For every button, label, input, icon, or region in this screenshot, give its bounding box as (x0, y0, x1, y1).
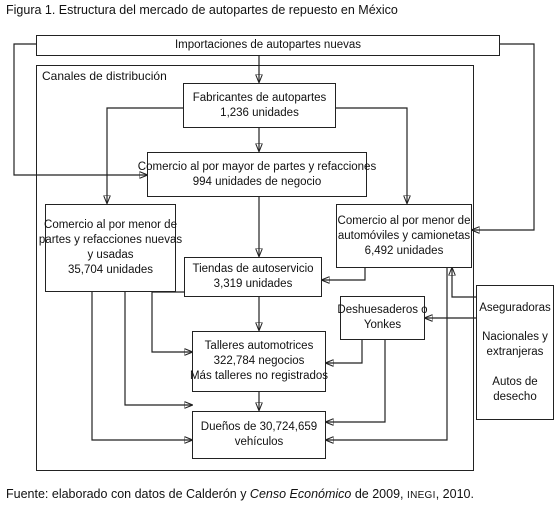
insurers-box: Aseguradoras Nacionales y extranjeras Au… (476, 285, 554, 420)
retail-parts-line2: partes y refacciones nuevas (38, 234, 183, 246)
imports-box: Importaciones de autopartes nuevas (36, 35, 500, 56)
arrow-retail-parts-to-owners (91, 292, 192, 440)
arrow-imports-to-wholesale (13, 43, 147, 175)
source-suffix: , 2010. (435, 487, 474, 501)
source-note: Fuente: elaborado con datos de Calderón … (6, 487, 474, 501)
insurers-origin: Nacionales y extranjeras (482, 330, 548, 360)
arrow-manufacturers-to-retail-cars (336, 107, 407, 203)
arrow-manufacturers-to-retail-parts (107, 107, 183, 203)
wholesale-count: 994 unidades de negocio (192, 175, 322, 188)
figure-title: Figura 1. Estructura del mercado de auto… (6, 3, 398, 17)
scrapyards-line1: Deshuesaderos o (337, 304, 428, 316)
retail-parts-box: Comercio al por menor de partes y refacc… (39, 204, 182, 292)
source-census: Censo Económico (249, 487, 352, 501)
arrow-scrapyards-to-owners (326, 340, 386, 422)
arrow-scrapyards-to-workshops (326, 340, 363, 363)
retail-cars-count: 6,492 unidades (364, 244, 444, 257)
wholesale-box: Comercio al por mayor de partes y refacc… (138, 152, 376, 197)
manufacturers-box: Fabricantes de autopartes 1,236 unidades (183, 83, 336, 128)
owners-box: Dueños de 30,724,659 vehículos (192, 411, 326, 459)
owners-line2: vehículos (234, 436, 284, 448)
source-prefix: Fuente: elaborado con datos de Calderón … (6, 487, 250, 501)
workshops-name: Talleres automotrices (204, 340, 314, 352)
insurers-name: Aseguradoras (479, 301, 551, 314)
manufacturers-count: 1,236 unidades (220, 106, 299, 119)
self-service-count: 3,319 unidades (213, 278, 293, 290)
distribution-channels-label: Canales de distribución (42, 69, 167, 83)
wholesale-name: Comercio al por mayor de partes y refacc… (137, 160, 377, 173)
arrow-retail-cars-to-owners (326, 268, 448, 440)
self-service-box: Tiendas de autoservicio 3,319 unidades (184, 257, 322, 297)
retail-cars-line2: automóviles y camionetas (337, 229, 471, 242)
arrow-self-service-side-to-workshops (151, 291, 192, 352)
insurers-scrap-line2: desecho (493, 390, 537, 403)
source-middle: de 2009, (351, 487, 407, 501)
owners-line1: Dueños de 30,724,659 (200, 421, 318, 433)
imports-label: Importaciones de autopartes nuevas (174, 39, 362, 51)
insurers-scrap-line1: Autos de (492, 375, 538, 388)
insurers-origin-line1: Nacionales y (482, 331, 548, 343)
insurers-scrap: Autos de desecho (492, 375, 537, 405)
retail-parts-line3: y usadas (87, 249, 134, 261)
self-service-name: Tiendas de autoservicio (192, 263, 314, 275)
retail-cars-box: Comercio al por menor de automóviles y c… (336, 204, 472, 268)
manufacturers-name: Fabricantes de autopartes (192, 91, 327, 104)
arrow-retail-parts-to-workshops (124, 292, 192, 405)
arrow-retail-cars-to-self-service (322, 268, 366, 280)
retail-parts-count: 35,704 unidades (67, 264, 154, 276)
arrow-imports-to-retail-cars (472, 43, 535, 230)
scrapyards-box: Deshuesaderos o Yonkes (337, 296, 428, 340)
source-inegi: INEGI (406, 490, 436, 501)
scrapyards-line2: Yonkes (363, 319, 402, 331)
retail-cars-line1: Comercio al por menor de (337, 214, 471, 227)
retail-parts-line1: Comercio al por menor de (44, 219, 177, 231)
arrow-insurers-to-retail-cars (452, 268, 476, 298)
workshops-box: Talleres automotrices 322,784 negocios M… (189, 331, 329, 392)
workshops-unregistered: Más talleres no registrados (189, 370, 329, 382)
distribution-channels-frame (36, 65, 474, 471)
workshops-count: 322,784 negocios (213, 355, 305, 367)
insurers-origin-line2: extranjeras (486, 346, 544, 358)
